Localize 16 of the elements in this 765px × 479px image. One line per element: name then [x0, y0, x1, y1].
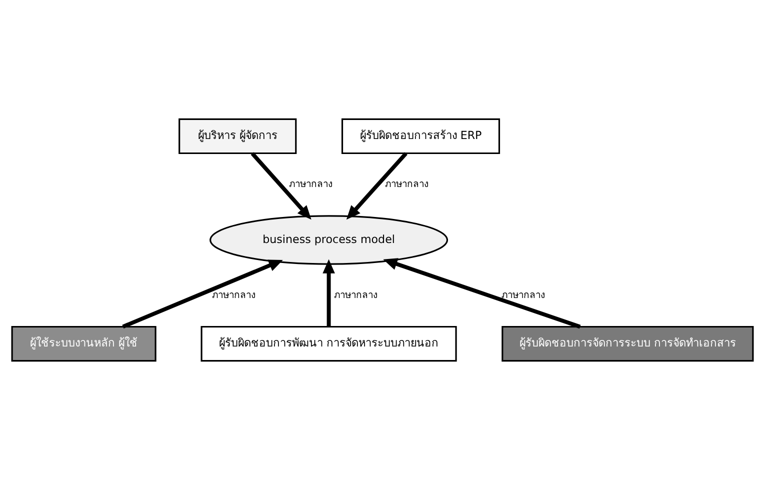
arrow — [383, 258, 581, 328]
edge-label: ภาษากลาง — [289, 178, 334, 190]
edge-label: ภาษากลาง — [384, 178, 429, 190]
node-box: ผู้บริหาร ผู้จัดการ — [178, 118, 297, 154]
edge-label: ภาษากลาง — [334, 289, 378, 300]
node-ellipse: business process model — [210, 214, 448, 264]
node-box: ผู้รับผิดชอบการจัดการระบบ การจัดทำเอกสาร — [502, 325, 754, 362]
arrow — [346, 152, 408, 220]
edge-label: ภาษากลาง — [212, 289, 256, 300]
arrow — [322, 258, 335, 326]
node-box: ผู้ใช้ระบบงานหลัก ผู้ใช้ — [11, 325, 156, 362]
node-box: ผู้รับผิดชอบการสร้าง ERP — [341, 118, 500, 154]
edge-label: ภาษากลาง — [501, 289, 546, 300]
arrow — [250, 152, 312, 220]
arrow — [122, 259, 283, 328]
node-box: ผู้รับผิดชอบการพัฒนา การจัดหาระบบภายนอก — [200, 325, 457, 362]
